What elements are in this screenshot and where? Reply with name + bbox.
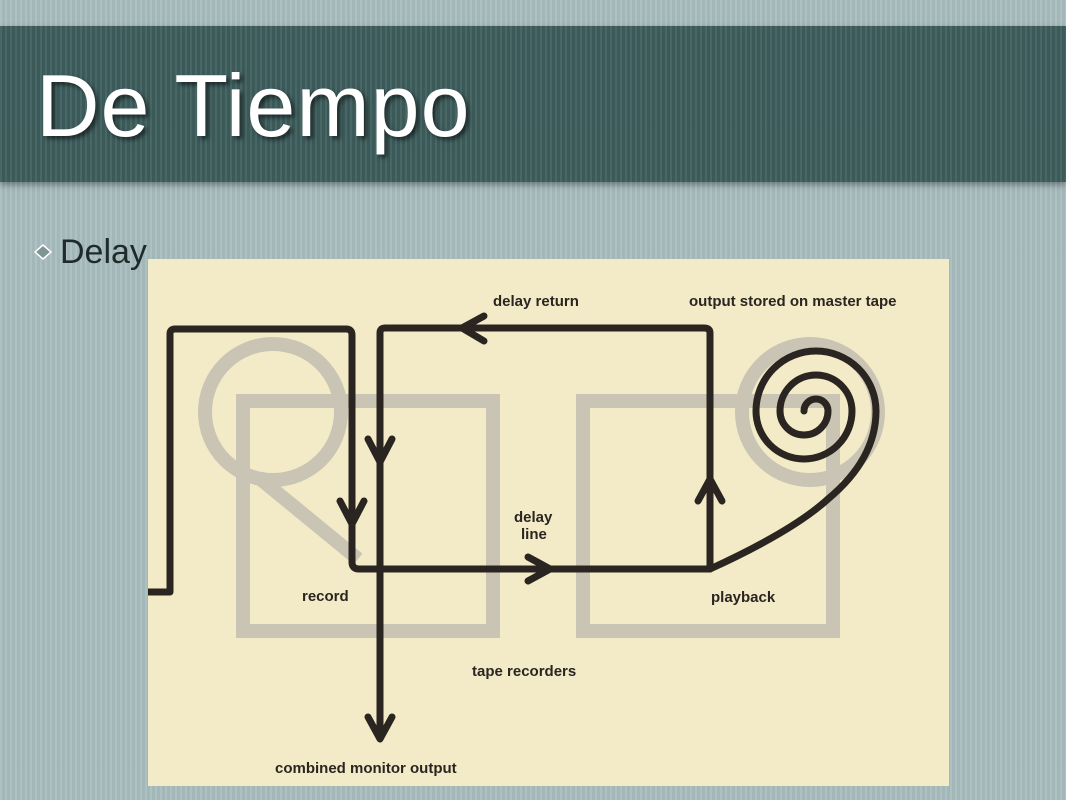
playback-to-reel-path: [706, 407, 880, 573]
arrow-down-record: [336, 497, 368, 528]
bullet-text: Delay: [60, 232, 147, 271]
title-band: [0, 26, 1066, 182]
label-delay-line-1: delay: [514, 509, 553, 526]
master-tape-spiral: [752, 347, 880, 463]
diagram-svg: delay return output stored on master tap…: [148, 293, 897, 777]
label-tape-recorders: tape recorders: [472, 663, 576, 680]
arrow-down-monitor: [364, 713, 396, 743]
arrow-down-return: [364, 435, 396, 466]
tape-machine-right: [576, 337, 885, 638]
arrow-right-delay: [524, 553, 554, 585]
signal-paths: [148, 324, 880, 733]
arrow-up-playback: [694, 475, 726, 505]
tape-machine-left: [198, 337, 500, 638]
label-playback: playback: [711, 589, 776, 606]
arrow-left-return: [458, 312, 488, 345]
label-record: record: [302, 588, 349, 605]
slide-title: De Tiempo: [36, 56, 471, 155]
label-output-stored: output stored on master tape: [689, 293, 897, 310]
label-delay-line-2: line: [521, 526, 547, 543]
diamond-bullet-icon: [33, 244, 53, 260]
arrowheads: [336, 312, 726, 743]
left-machine-body: [236, 394, 500, 638]
input-path: [148, 325, 714, 596]
left-reel: [198, 337, 348, 487]
bullet-item: Delay: [30, 228, 147, 276]
label-combined-monitor-output: combined monitor output: [275, 760, 457, 777]
delay-diagram: delay return output stored on master tap…: [148, 259, 949, 786]
delay-return-path: [376, 324, 714, 733]
left-tape-guide: [253, 471, 363, 565]
label-delay-return: delay return: [493, 293, 579, 310]
